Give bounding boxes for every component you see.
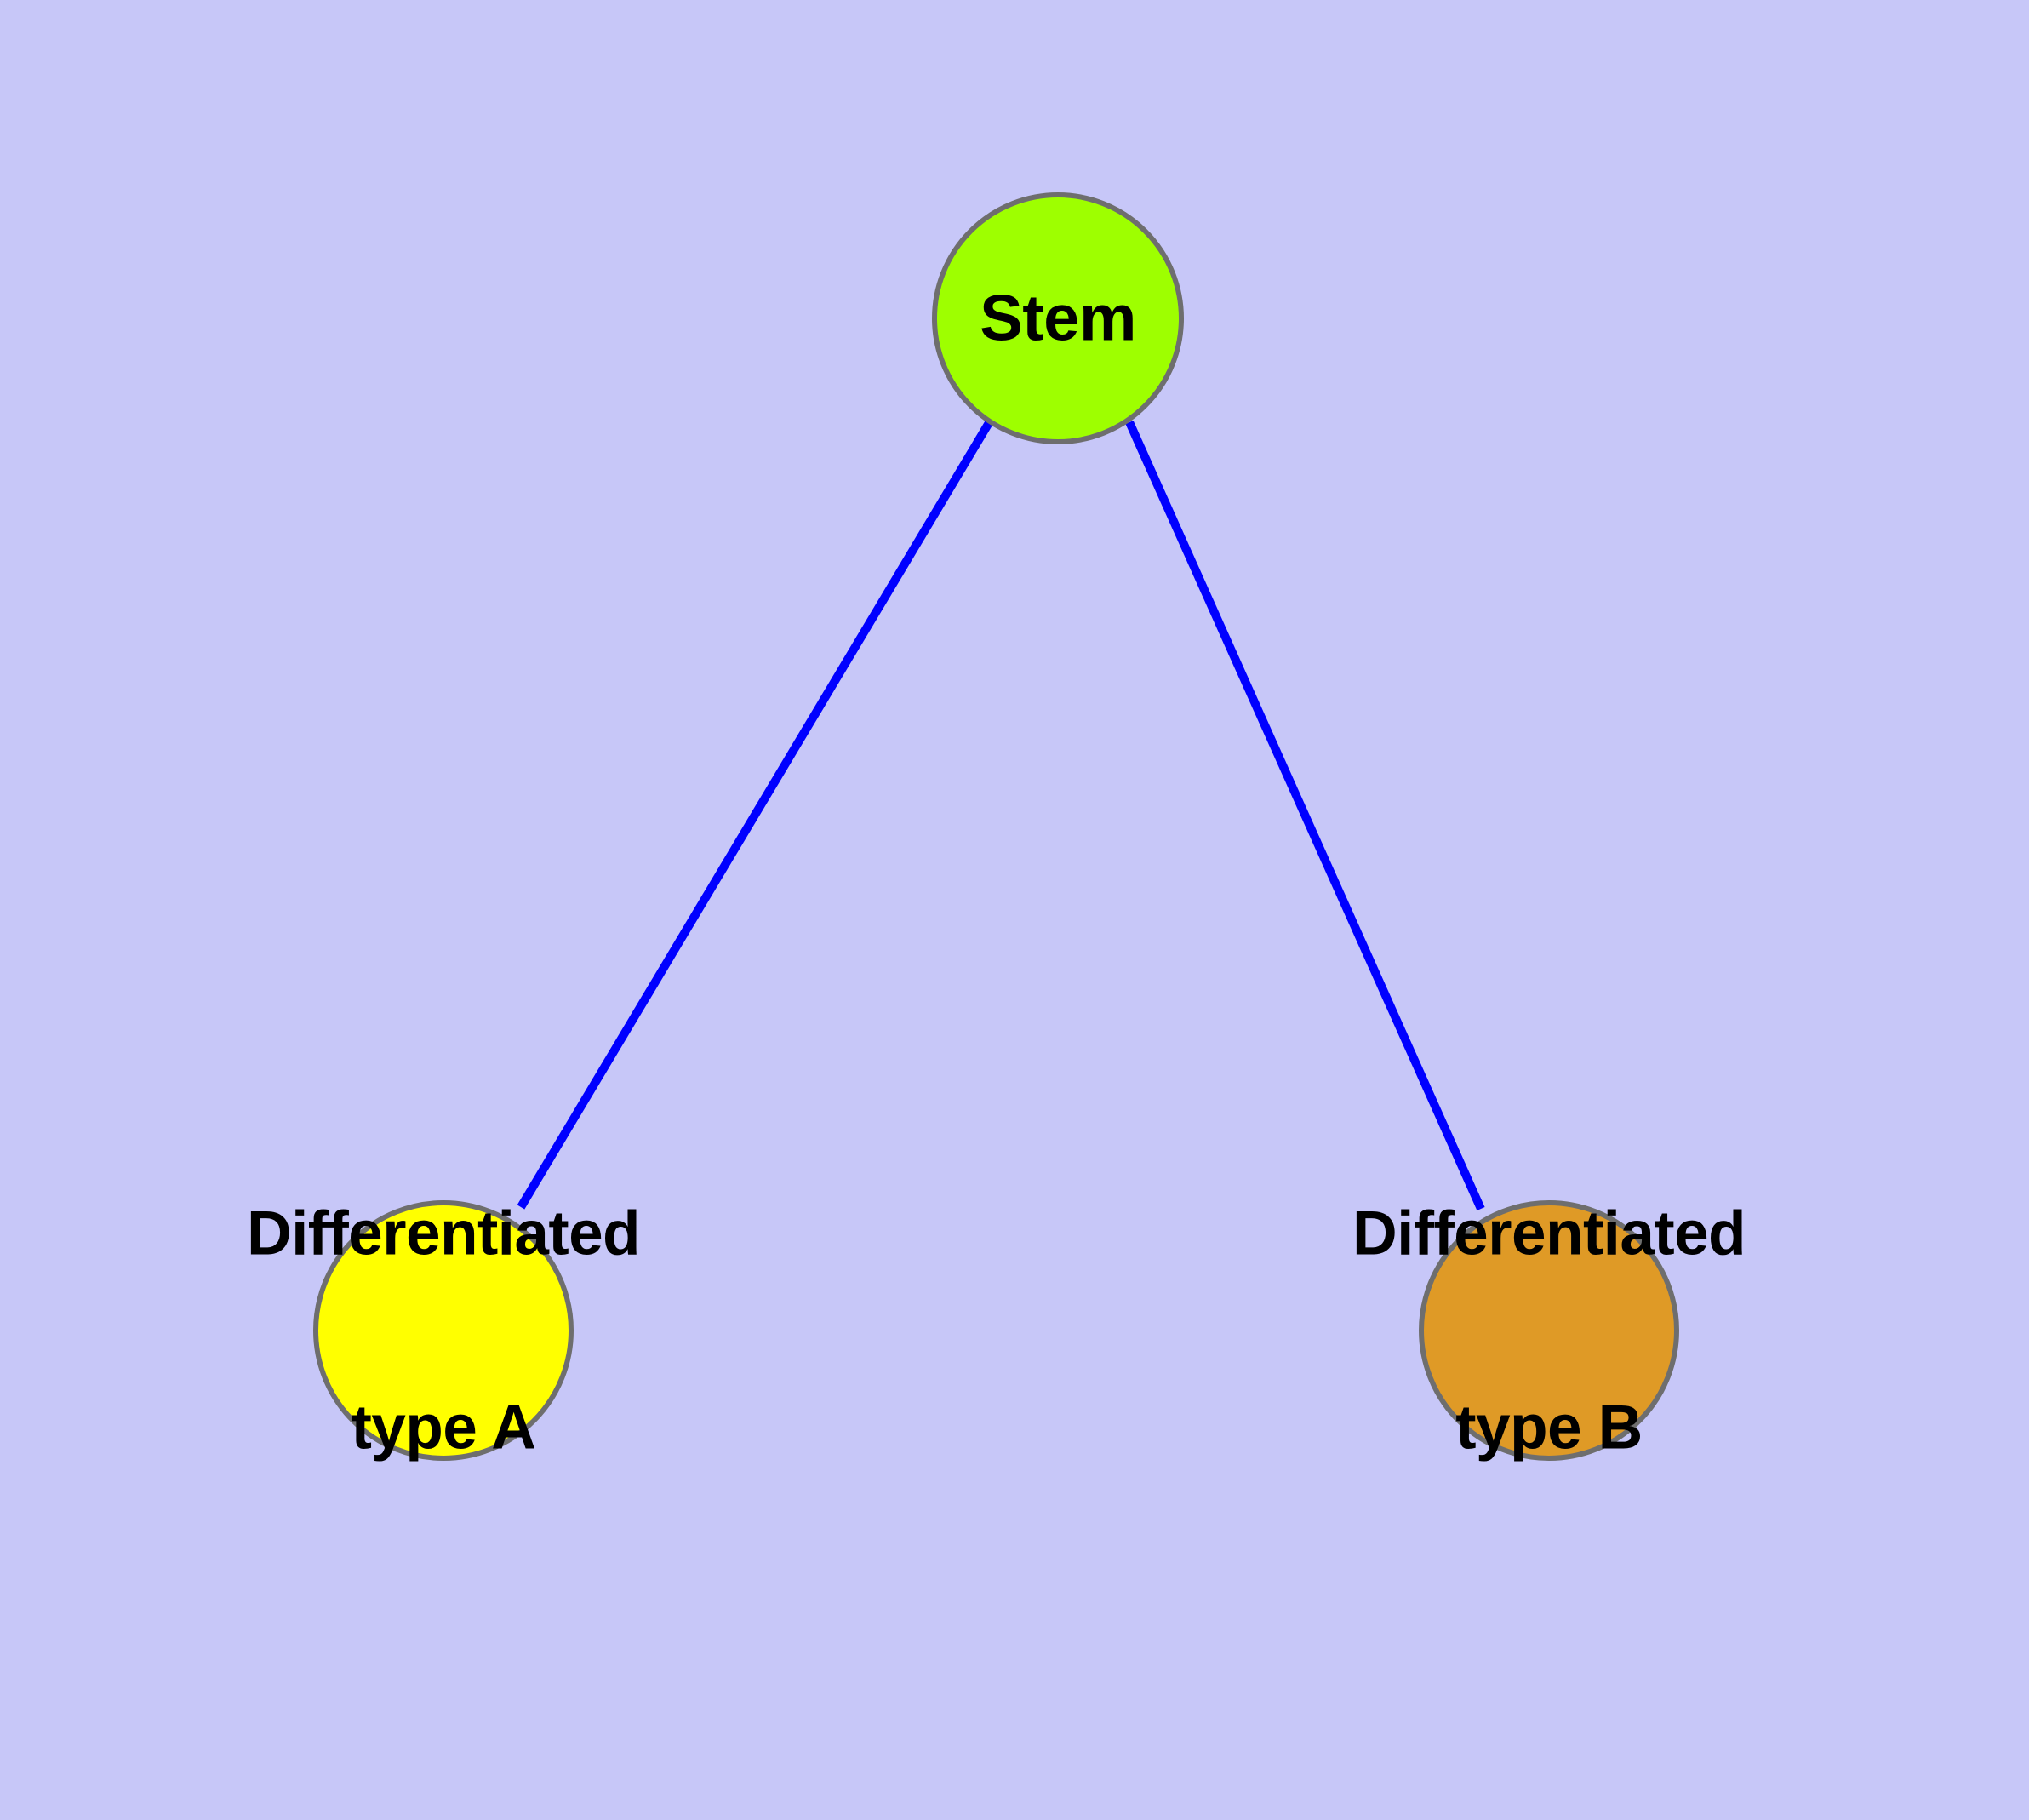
edge-stem-to-diff-a: [517, 419, 994, 1210]
node-layer: [313, 192, 1679, 1461]
edge-stem-to-diff-b: [1125, 420, 1485, 1211]
node-diff-b-circle[interactable]: [1419, 1200, 1679, 1461]
edge-layer: [517, 419, 1485, 1211]
node-diff-a-circle[interactable]: [313, 1200, 574, 1461]
node-stem-circle[interactable]: [932, 192, 1184, 444]
